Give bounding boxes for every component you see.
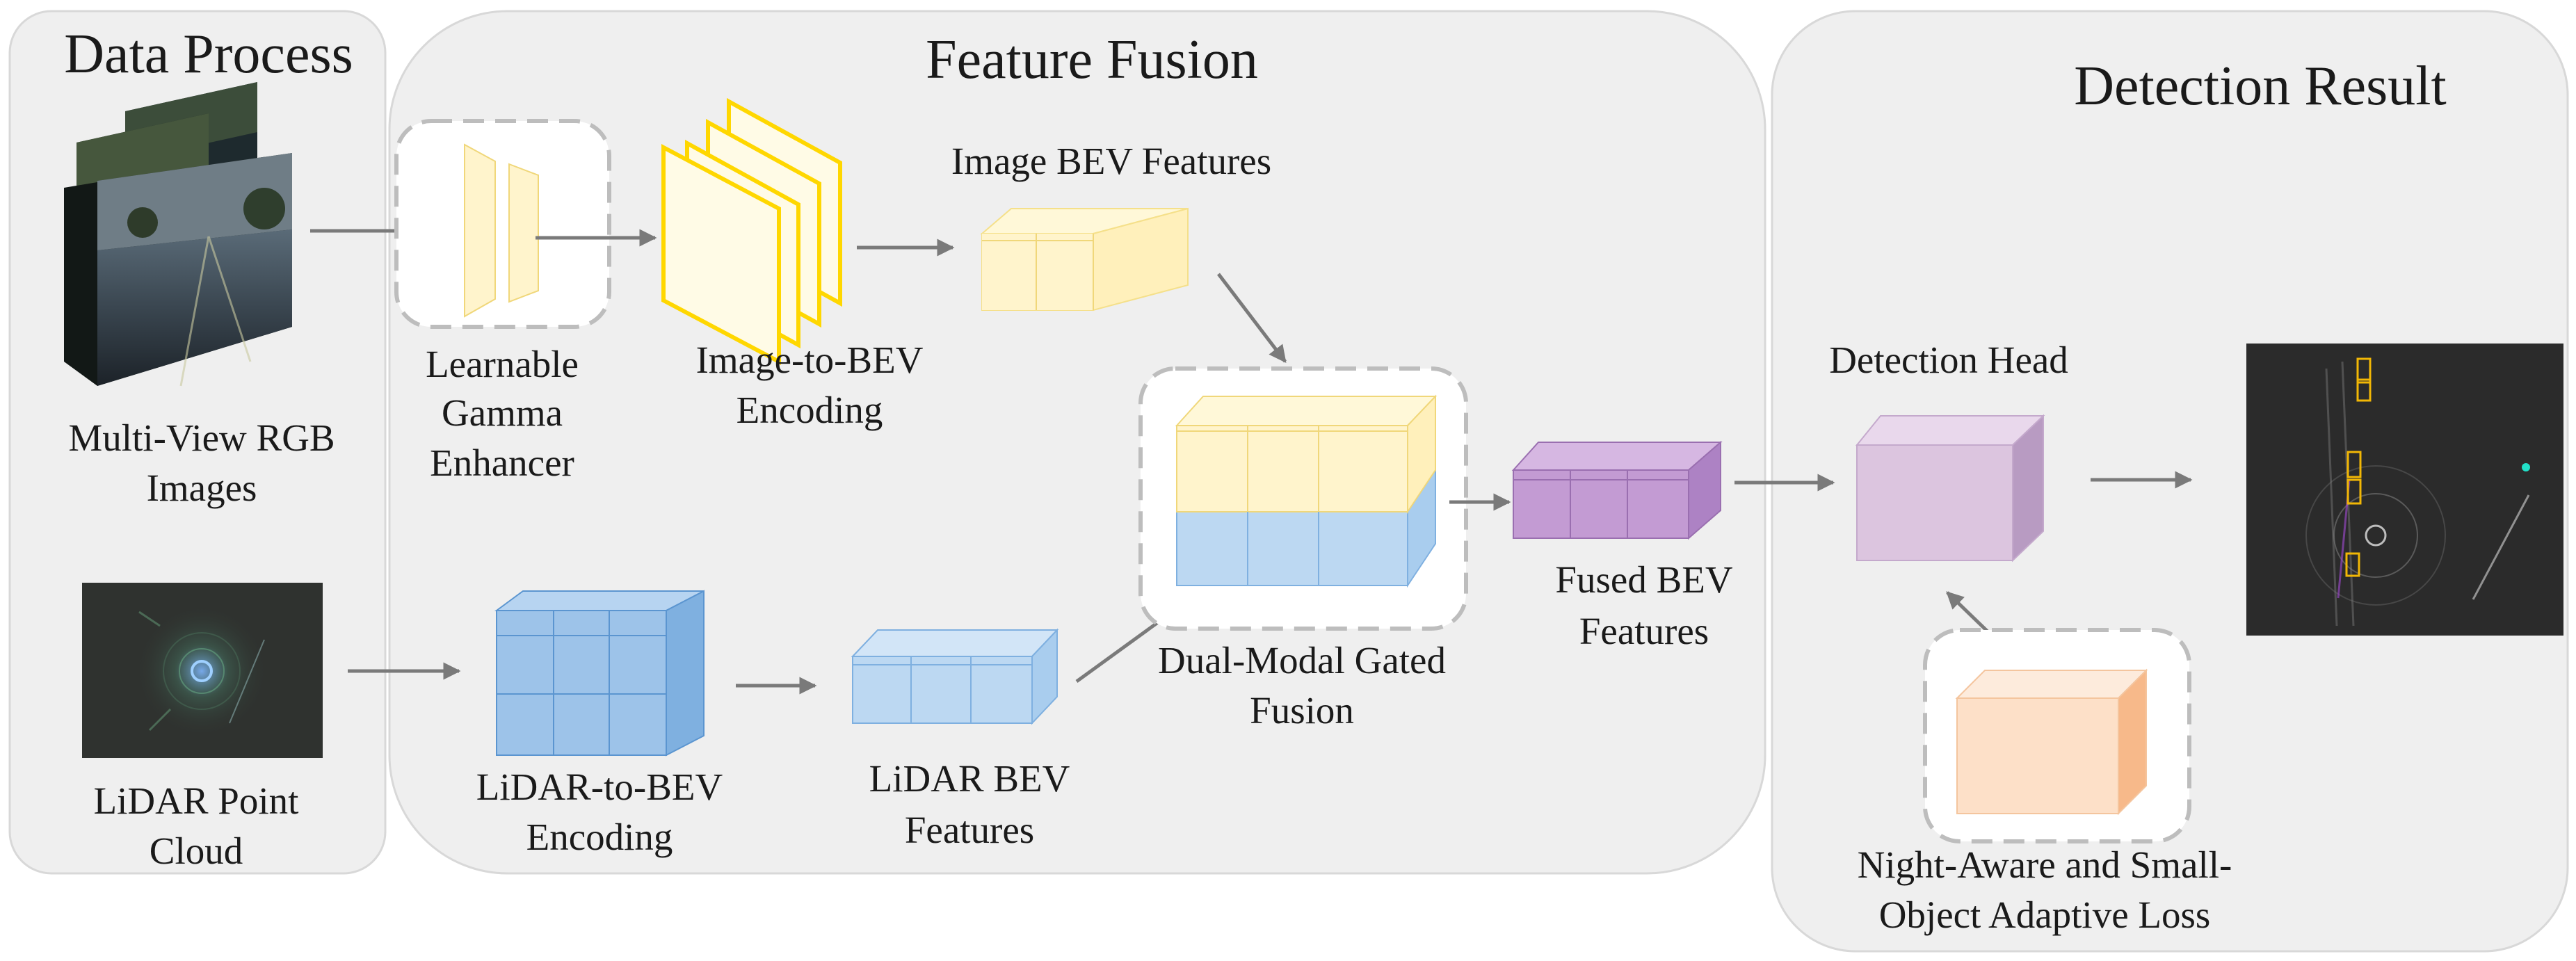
detection-box bbox=[2345, 552, 2360, 577]
gamma-enhancer-label-line3: Enhancer bbox=[430, 442, 574, 484]
rgb-image-stack bbox=[64, 82, 292, 387]
lidar-to-bev-label-line1: LiDAR-to-BEV bbox=[476, 766, 723, 808]
adaptive-loss-block bbox=[1955, 668, 2148, 816]
detection-head-block bbox=[1855, 414, 2045, 563]
fused-bev-features-block bbox=[1511, 440, 1723, 540]
image-bev-features-block bbox=[980, 207, 1189, 312]
detection-box bbox=[2356, 378, 2372, 402]
gated-fusion-label-line1: Dual-Modal Gated bbox=[1158, 639, 1446, 681]
adaptive-loss-label-line2: Object Adaptive Loss bbox=[1879, 894, 2211, 936]
gamma-enhancer-label-line1: Learnable bbox=[426, 343, 579, 385]
data-process-title: Data Process bbox=[64, 24, 353, 85]
detection-result-title: Detection Result bbox=[2074, 56, 2446, 117]
gated-fusion-label-line2: Fusion bbox=[1250, 689, 1354, 732]
lidar-cloud-label-line1: LiDAR Point bbox=[94, 780, 299, 822]
arrow-loss-to-head bbox=[1946, 591, 1990, 634]
lidar-cloud-label-line2: Cloud bbox=[150, 830, 243, 872]
gamma-enhancer-icon bbox=[464, 143, 539, 318]
detection-box bbox=[2346, 478, 2362, 505]
feature-fusion-title: Feature Fusion bbox=[926, 29, 1258, 90]
lidar-point-cloud-image bbox=[82, 583, 323, 758]
image-to-bev-encoder-icon bbox=[661, 97, 842, 365]
rgb-images-label-line2: Images bbox=[147, 467, 257, 509]
arrow-image-bev-to-fusion bbox=[1217, 273, 1287, 363]
adaptive-loss-label-line1: Night-Aware and Small- bbox=[1858, 843, 2232, 886]
lidar-bev-features-label-line1: LiDAR BEV bbox=[869, 757, 1070, 800]
detection-box bbox=[2346, 451, 2362, 478]
lidar-to-bev-label-line2: Encoding bbox=[526, 816, 673, 858]
gamma-enhancer-label-line2: Gamma bbox=[442, 391, 563, 434]
fused-bev-features-label-line1: Fused BEV bbox=[1555, 558, 1732, 601]
detection-box bbox=[2356, 357, 2372, 384]
image-bev-features-label: Image BEV Features bbox=[951, 140, 1271, 182]
gated-fusion-block bbox=[1175, 394, 1438, 588]
gamma-enhancer-box bbox=[394, 119, 611, 329]
lidar-bev-features-label-line2: Features bbox=[905, 809, 1034, 851]
image-to-bev-label-line2: Encoding bbox=[736, 389, 883, 431]
detection-result-map bbox=[2246, 344, 2563, 636]
lidar-bev-features-block bbox=[851, 628, 1059, 725]
image-to-bev-label-line1: Image-to-BEV bbox=[696, 339, 924, 381]
lidar-to-bev-encoder-icon bbox=[494, 590, 705, 757]
rgb-images-label-line1: Multi-View RGB bbox=[68, 417, 335, 459]
fused-bev-features-label-line2: Features bbox=[1579, 610, 1709, 652]
detection-head-label: Detection Head bbox=[1829, 339, 2068, 381]
